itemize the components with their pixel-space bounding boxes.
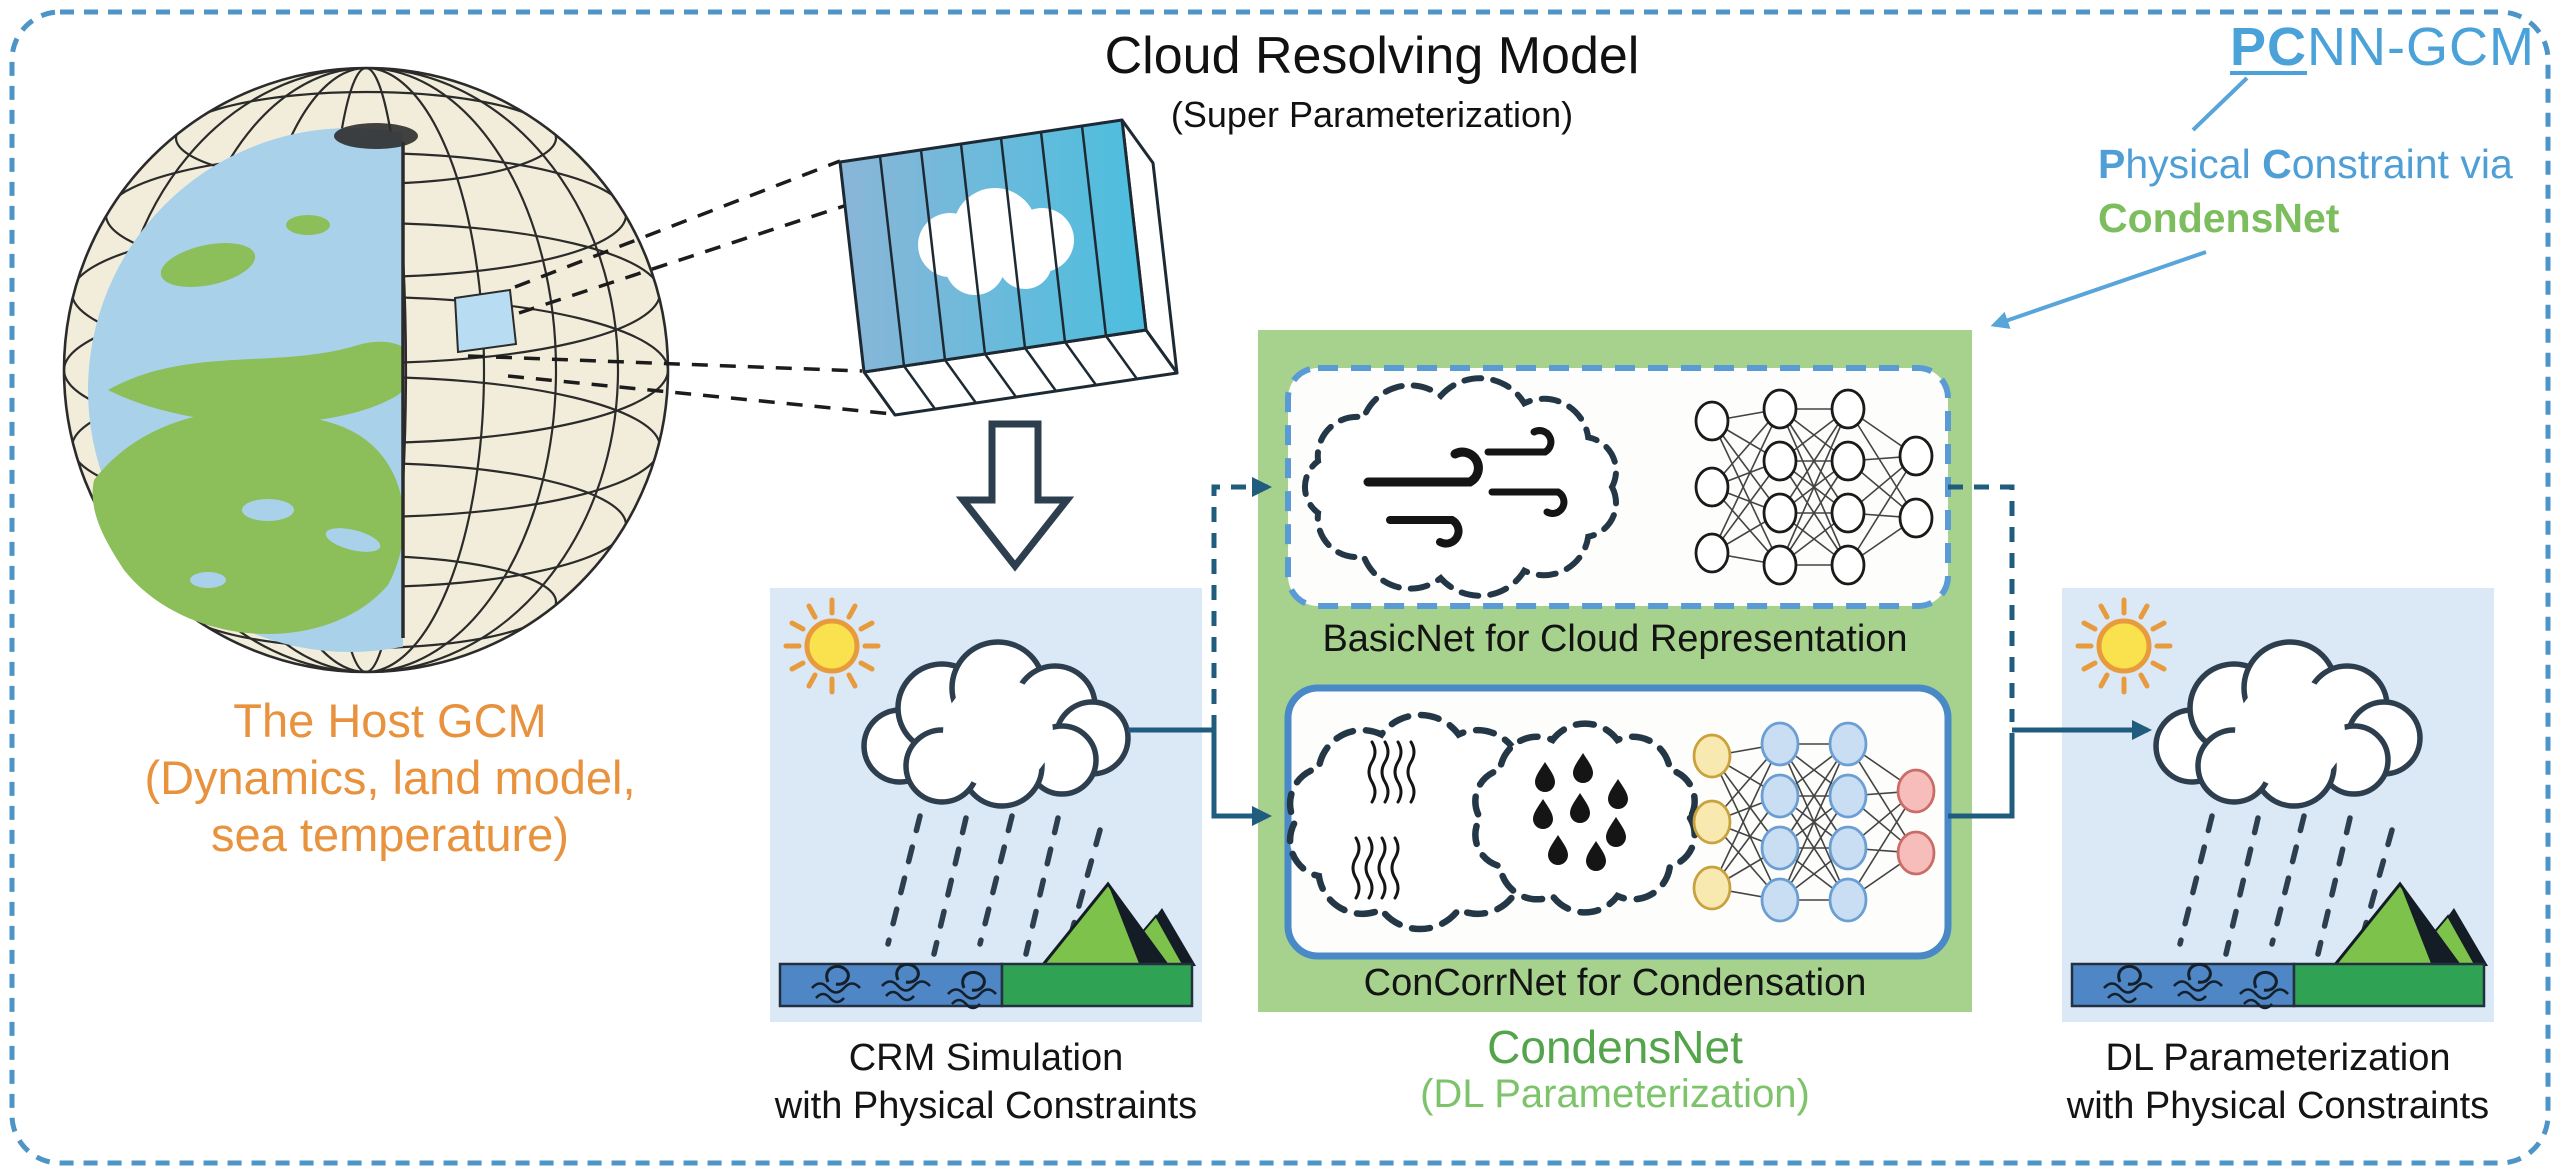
- crm-grid-icon: [838, 118, 1179, 417]
- connector-right-dashed: [1948, 484, 2015, 722]
- concorrnet-neural-network-icon: [1692, 721, 1936, 923]
- raindrops-icon: [1533, 753, 1628, 871]
- host-gcm-label: The Host GCM (Dynamics, land model, sea …: [144, 694, 636, 861]
- basicnet-neural-network-icon: [1694, 388, 1934, 586]
- brand-rest: NN-GCM: [2307, 17, 2535, 77]
- vapor-icon: [1351, 740, 1416, 900]
- crm-panel-caption: CRM Simulation with Physical Constraints: [774, 1037, 1198, 1127]
- brand-pc: PC: [2230, 17, 2308, 77]
- wind-icon: [1363, 427, 1568, 548]
- globe-pole: [334, 123, 418, 149]
- down-arrow-icon: [955, 420, 1075, 572]
- annotation-line2: CondensNet: [2098, 195, 2340, 241]
- annotation-slash-line: [2191, 76, 2249, 132]
- connector-right-solid: [1948, 733, 2015, 819]
- zoom-projection-lines: [467, 159, 894, 416]
- crm-subtitle: (Super Parameterization): [1170, 94, 1574, 135]
- condensnet-title: CondensNet: [1487, 1021, 1743, 1073]
- dl-parameterization-panel: [2062, 588, 2494, 1022]
- basicnet-label: BasicNet for Cloud Representation: [1322, 618, 1908, 660]
- crm-title: Cloud Resolving Model: [1104, 27, 1640, 85]
- condensnet-subtitle: (DL Parameterization): [1420, 1072, 1810, 1116]
- connector-left-dashed: [1211, 477, 1272, 730]
- globe-icon: [62, 66, 670, 674]
- highlighted-grid-cell: [453, 288, 518, 354]
- dl-panel-caption: DL Parameterization with Physical Constr…: [2066, 1037, 2490, 1127]
- crm-simulation-panel: [770, 588, 1202, 1022]
- brand-title: PCNN-GCM: [2100, 16, 2535, 78]
- annotation-line1: Physical Constraint via: [2098, 141, 2513, 187]
- annotation-arrow: [1990, 250, 2207, 329]
- concorrnet-label: ConCorrNet for Condensation: [1363, 962, 1867, 1004]
- earth-cutaway: [88, 128, 403, 652]
- connector-left-solid: [1128, 727, 1272, 826]
